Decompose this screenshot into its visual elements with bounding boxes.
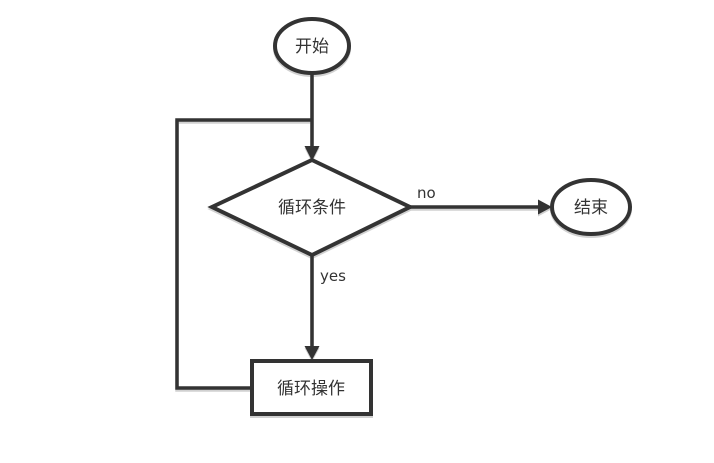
node-start-label: 开始	[295, 37, 329, 57]
node-condition-label: 循环条件	[278, 198, 346, 218]
flowchart-group	[175, 17, 632, 416]
arrowhead-into-operation-icon	[304, 346, 320, 360]
edge-label-no: no	[417, 184, 436, 202]
node-condition	[207, 157, 415, 258]
edge-label-yes: yes	[320, 267, 346, 285]
node-operation-label: 循环操作	[277, 379, 345, 399]
arrowhead-into-end-icon	[538, 199, 552, 215]
node-start	[273, 17, 351, 75]
edge-operation-loopback	[175, 118, 312, 390]
arrowhead-into-condition-icon	[304, 146, 320, 161]
node-end-label: 结束	[574, 198, 608, 218]
node-operation	[250, 359, 373, 416]
node-end	[550, 178, 632, 236]
